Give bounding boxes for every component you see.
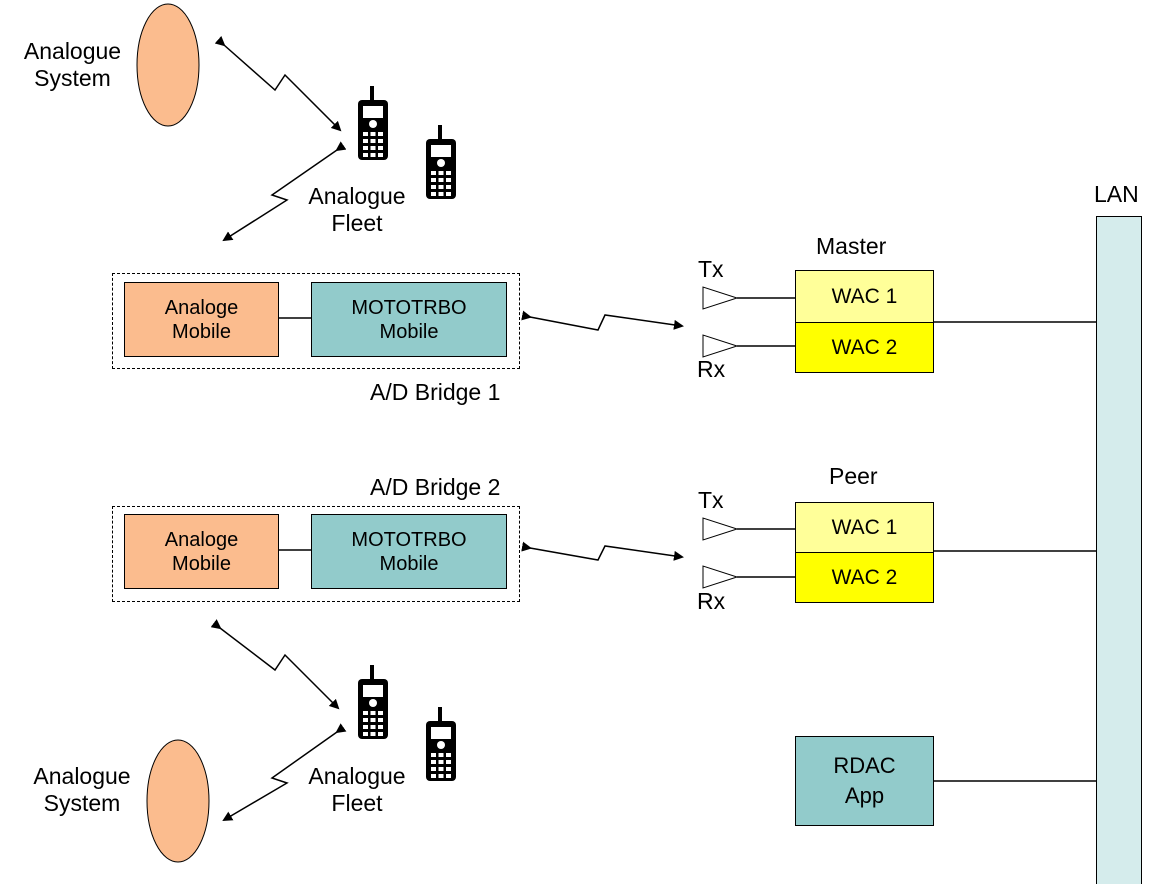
master-tx-label: Tx	[698, 256, 724, 282]
rx-antenna-icon	[702, 334, 739, 358]
box-line: Analoge	[164, 528, 239, 551]
wireless-link	[521, 541, 684, 561]
label-line: Fleet	[331, 210, 383, 236]
label-line: System	[43, 790, 121, 816]
lan-label: LAN	[1094, 181, 1139, 207]
label-line: Analogue	[308, 183, 406, 209]
box-line: Mobile	[379, 552, 439, 575]
analogue-system-top-label: Analogue System	[20, 38, 125, 92]
ad-bridge-2-container	[112, 506, 520, 602]
tx-antenna-icon	[702, 517, 739, 541]
tx-antenna-icon	[702, 286, 739, 310]
analogue-system-bottom-ellipse	[146, 739, 210, 863]
rdac-app-box: RDAC App	[795, 736, 934, 826]
master-wac-2: WAC 2	[795, 322, 934, 373]
rx-antenna-icon	[702, 565, 739, 589]
radio-icon	[358, 86, 388, 160]
box-line: Mobile	[172, 320, 231, 343]
master-rx-label: Rx	[697, 356, 726, 382]
box-line: Analoge	[164, 296, 239, 319]
analogue-system-bottom-label: Analogue System	[22, 763, 142, 817]
analogue-fleet-top-label: Analogue Fleet	[292, 183, 422, 237]
label-line: Analogue	[33, 763, 131, 789]
peer-label: Peer	[829, 463, 878, 489]
wireless-link	[521, 310, 684, 331]
radio-icon	[426, 707, 456, 781]
peer-tx-label: Tx	[698, 487, 724, 513]
master-label: Master	[816, 233, 887, 259]
box-line: RDAC	[833, 753, 896, 778]
label-line: Analogue	[308, 763, 406, 789]
master-wac-1: WAC 1	[795, 270, 934, 323]
wac-label: WAC 1	[831, 515, 898, 539]
analogue-fleet-bottom-label: Analogue Fleet	[292, 763, 422, 817]
wac-label: WAC 2	[831, 565, 898, 589]
label-line: Fleet	[331, 790, 383, 816]
box-line: App	[844, 783, 885, 808]
wireless-link	[222, 141, 347, 242]
box-line: Mobile	[172, 552, 231, 575]
peer-wac-2: WAC 2	[795, 552, 934, 603]
box-line: MOTOTRBO	[351, 528, 467, 551]
radio-icon	[358, 665, 388, 739]
wac-label: WAC 2	[831, 335, 898, 359]
peer-wac-1: WAC 1	[795, 502, 934, 553]
lan-bar	[1096, 216, 1142, 884]
box-line: MOTOTRBO	[351, 296, 467, 319]
wac-label: WAC 1	[831, 284, 898, 308]
wireless-link	[214, 35, 342, 132]
ad-bridge-1-container	[112, 273, 520, 369]
wireless-link	[210, 619, 340, 710]
ad-bridge-1-label: A/D Bridge 1	[370, 379, 501, 405]
box-line: Mobile	[379, 320, 439, 343]
label-line: System	[34, 65, 111, 91]
analogue-system-top-ellipse	[136, 3, 200, 127]
ad-bridge-2-label: A/D Bridge 2	[370, 474, 501, 500]
radio-icon	[426, 125, 456, 199]
wireless-link	[222, 723, 347, 822]
peer-rx-label: Rx	[697, 588, 726, 614]
label-line: Analogue	[23, 38, 122, 64]
